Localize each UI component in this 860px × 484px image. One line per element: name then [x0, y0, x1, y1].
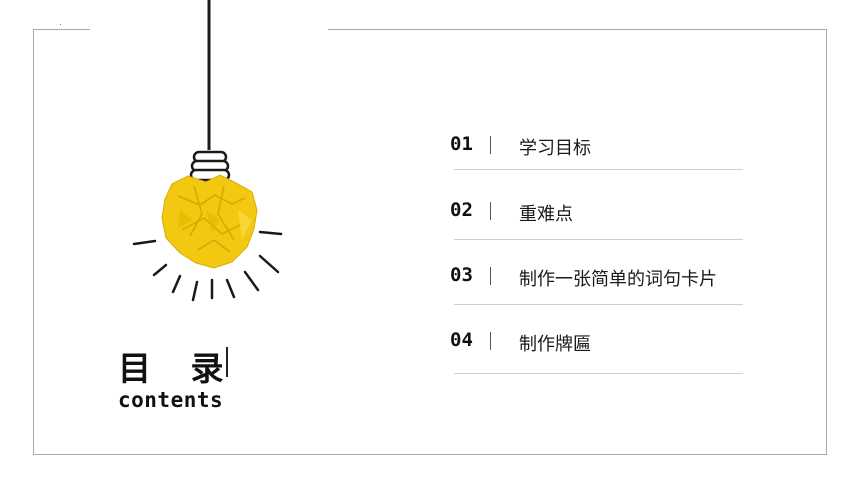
- toc-item-4[interactable]: 04 制作牌匾: [450, 329, 750, 359]
- toc-number: 04: [450, 329, 473, 351]
- toc-divider-line: [454, 304, 743, 305]
- toc-label: 重难点: [519, 204, 573, 225]
- toc-label: 制作牌匾: [519, 334, 591, 355]
- toc-divider-line: [454, 169, 743, 170]
- crumpled-paper-lightbulb-icon: [132, 0, 283, 302]
- contents-title-english: contents: [118, 388, 224, 412]
- toc-item-1[interactable]: 01 学习目标: [450, 133, 750, 163]
- toc-label: 制作一张简单的词句卡片: [519, 269, 717, 290]
- decorative-dot: [60, 24, 61, 25]
- toc-separator: [490, 136, 491, 154]
- toc-separator: [490, 332, 491, 350]
- toc-separator: [490, 267, 491, 285]
- toc-number: 01: [450, 133, 473, 155]
- toc-item-2[interactable]: 02 重难点: [450, 199, 750, 229]
- title-divider-bar: [226, 347, 228, 377]
- slide-frame: [33, 29, 827, 455]
- toc-divider-line: [454, 239, 743, 240]
- toc-divider-line: [454, 373, 743, 374]
- toc-number: 02: [450, 199, 473, 221]
- contents-title-chinese: 目 录: [118, 349, 238, 388]
- toc-label: 学习目标: [519, 138, 591, 159]
- toc-number: 03: [450, 264, 473, 286]
- toc-separator: [490, 202, 491, 220]
- toc-item-3[interactable]: 03 制作一张简单的词句卡片: [450, 264, 750, 294]
- table-of-contents: 01 学习目标 02 重难点 03 制作一张简单的词句卡片 04 制作牌匾: [450, 0, 750, 484]
